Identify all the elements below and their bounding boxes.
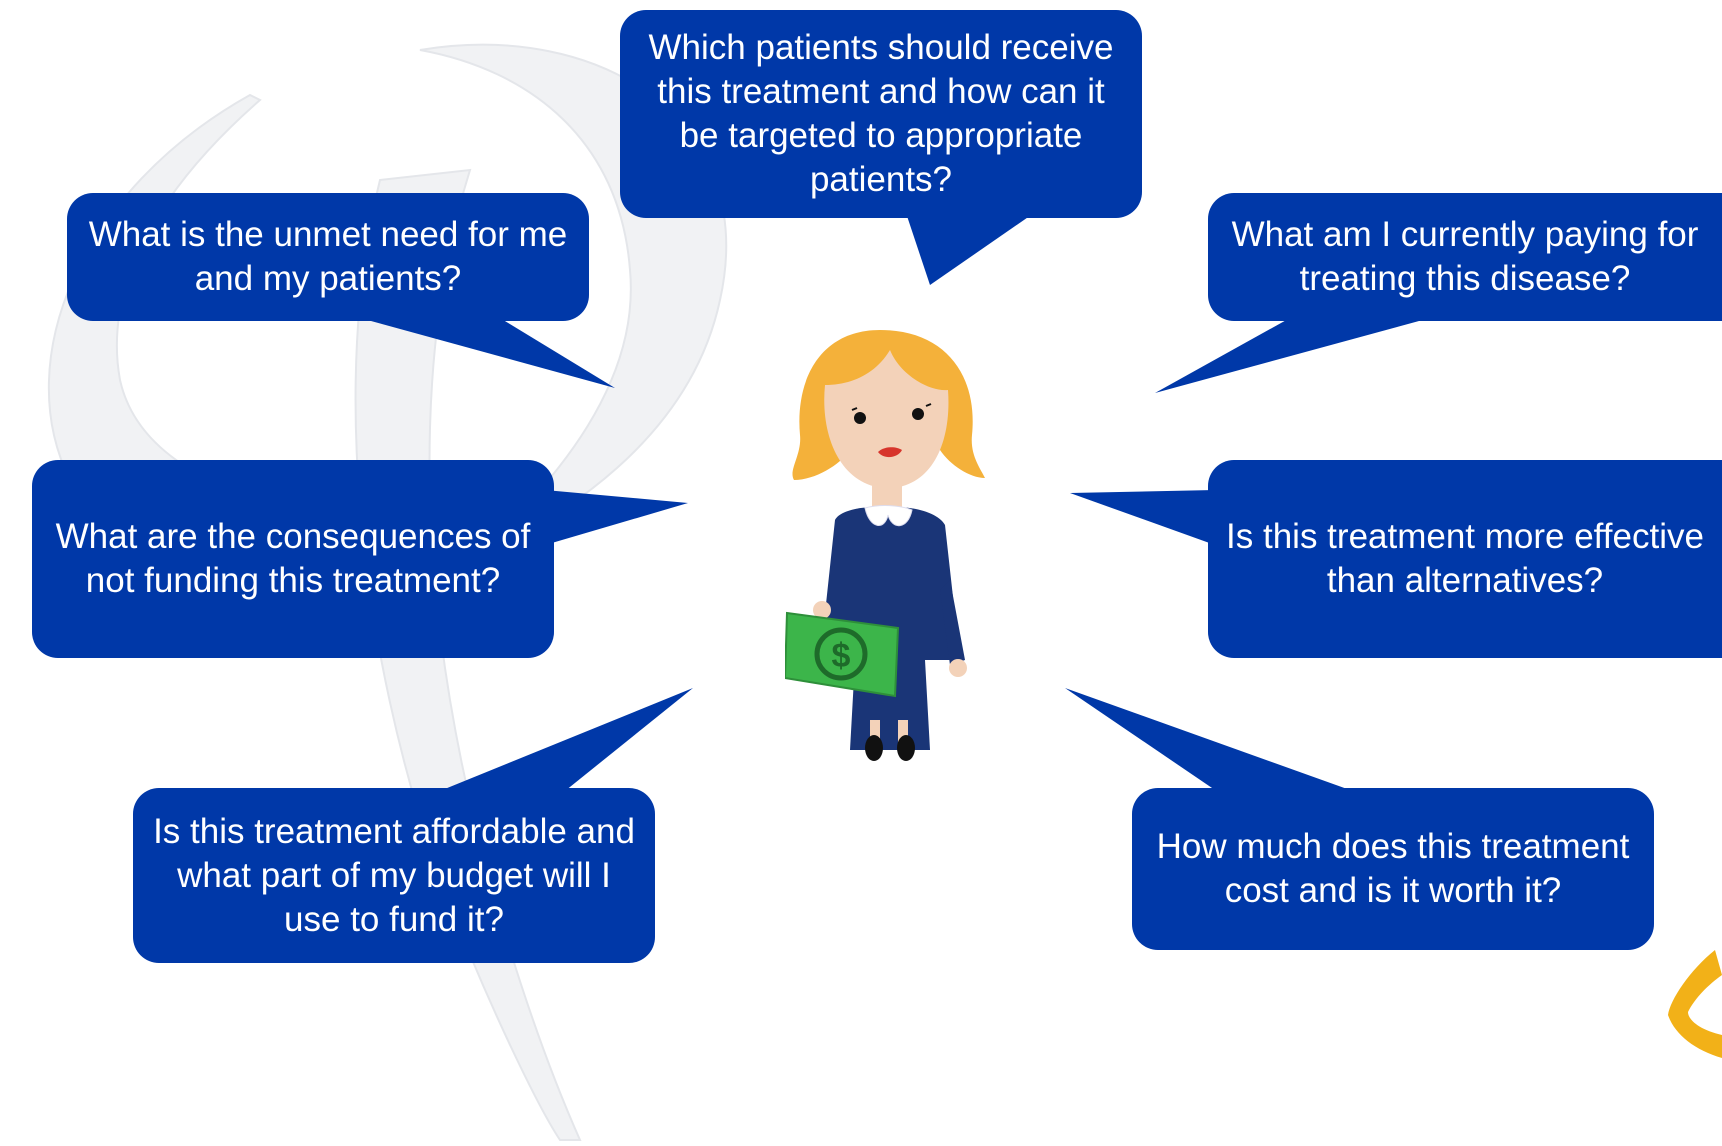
bubble-top-left: What is the unmet need for me and my pat… [67, 193, 589, 321]
bubble-top-right: What am I currently paying for treating … [1208, 193, 1722, 321]
bubble-bottom-right: How much does this treatment cost and is… [1132, 788, 1654, 950]
tail-bottom-right [1065, 688, 1350, 790]
bubble-top-center: Which patients should receive this treat… [620, 10, 1142, 218]
money-symbol: $ [832, 637, 851, 675]
bubble-top-left-text: What is the unmet need for me and my pat… [88, 215, 568, 298]
bubble-mid-right-text: Is this treatment more effective than al… [1226, 517, 1704, 600]
money-bill-icon: $ [785, 611, 900, 698]
bubble-top-right-text: What am I currently paying for treating … [1231, 215, 1699, 298]
tail-mid-right [1070, 490, 1215, 545]
bubble-bottom-left: Is this treatment affordable and what pa… [133, 788, 655, 963]
woman-holding-money-icon [792, 330, 985, 761]
tail-top-left [360, 318, 615, 388]
bubble-bottom-left-text: Is this treatment affordable and what pa… [153, 811, 635, 939]
bubble-mid-left-text: What are the consequences of not funding… [55, 517, 531, 600]
bubble-bottom-right-text: How much does this treatment cost and is… [1156, 827, 1630, 910]
bubble-mid-right: Is this treatment more effective than al… [1208, 460, 1722, 658]
tail-top-right [1155, 318, 1430, 393]
tail-bottom-left [430, 688, 693, 795]
bubble-top-center-text: Which patients should receive this treat… [648, 28, 1114, 199]
bubble-mid-left: What are the consequences of not funding… [32, 460, 554, 658]
brand-logo-icon [1668, 950, 1722, 1058]
tail-mid-left [545, 490, 688, 545]
